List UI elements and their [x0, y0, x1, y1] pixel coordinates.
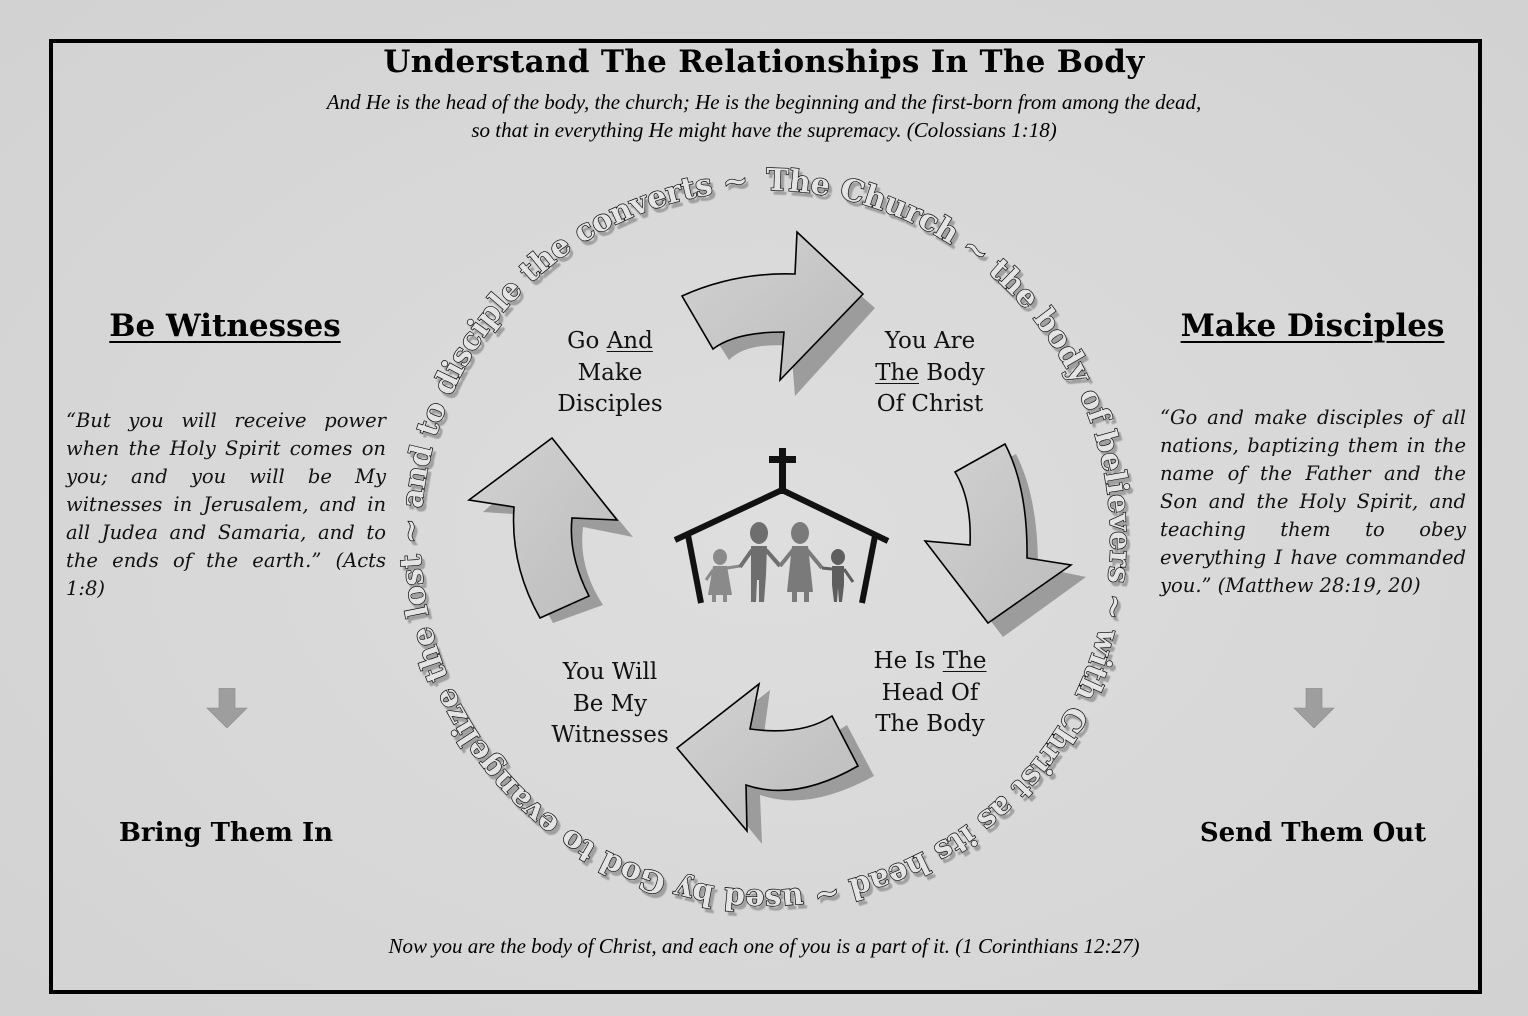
curved-arrow-down-icon — [923, 442, 1086, 637]
step-text: Body — [926, 359, 985, 386]
matthew-quote: “Go and make disciples of all nations, b… — [1160, 406, 1466, 597]
be-witnesses-heading: Be Witnesses — [109, 308, 341, 344]
step-underlined-word: The — [942, 648, 987, 674]
bring-them-in-label: Bring Them In — [118, 818, 334, 848]
man-figure — [738, 522, 782, 602]
step-text: Go — [567, 328, 600, 354]
boy-figure — [821, 549, 855, 602]
send-them-out-label: Send Them Out — [1199, 818, 1427, 848]
step-text: The Body — [875, 711, 985, 737]
girl-figure — [704, 549, 741, 602]
step-he-is-the-head: He Is The Head Of The Body — [830, 646, 1030, 741]
subtitle-verse: And He is the head of the body, the chur… — [0, 88, 1528, 144]
step-text: He Is — [873, 648, 936, 674]
down-arrow-icon — [206, 688, 248, 728]
step-text: You Are — [884, 328, 976, 354]
step-text: Head Of — [881, 679, 979, 706]
church-family-icon — [673, 448, 890, 604]
curved-arrow-up-icon — [466, 436, 633, 623]
step-text: Disciples — [557, 391, 663, 417]
footer-verse: Now you are the body of Christ, and each… — [388, 934, 1140, 958]
woman-figure — [778, 522, 824, 602]
curved-arrow-right-icon — [680, 230, 875, 396]
step-text: Be My — [572, 690, 648, 717]
step-underlined-word: And — [606, 328, 653, 354]
step-you-will-be-my-witnesses: You Will Be My Witnesses — [510, 657, 710, 752]
subtitle-line-2: so that in everything He might have the … — [471, 118, 1057, 142]
acts-quote: “But you will receive power when the Hol… — [66, 409, 386, 600]
curved-arrow-left-icon — [675, 682, 874, 844]
make-disciples-heading: Make Disciples — [1180, 308, 1445, 344]
step-text: Witnesses — [551, 722, 669, 748]
down-arrow-icon — [1293, 688, 1335, 728]
page-title: Understand The Relationships In The Body — [383, 44, 1145, 80]
step-you-are-the-body: You Are The Body Of Christ — [830, 326, 1030, 421]
diagram-frame — [49, 39, 1482, 994]
step-text: Make — [577, 359, 643, 386]
subtitle-line-1: And He is the head of the body, the chur… — [326, 90, 1202, 114]
step-text: Of Christ — [876, 391, 984, 417]
step-text: You Will — [562, 659, 658, 685]
step-underlined-word: The — [875, 359, 919, 386]
step-go-and-make-disciples: Go And Make Disciples — [510, 326, 710, 421]
